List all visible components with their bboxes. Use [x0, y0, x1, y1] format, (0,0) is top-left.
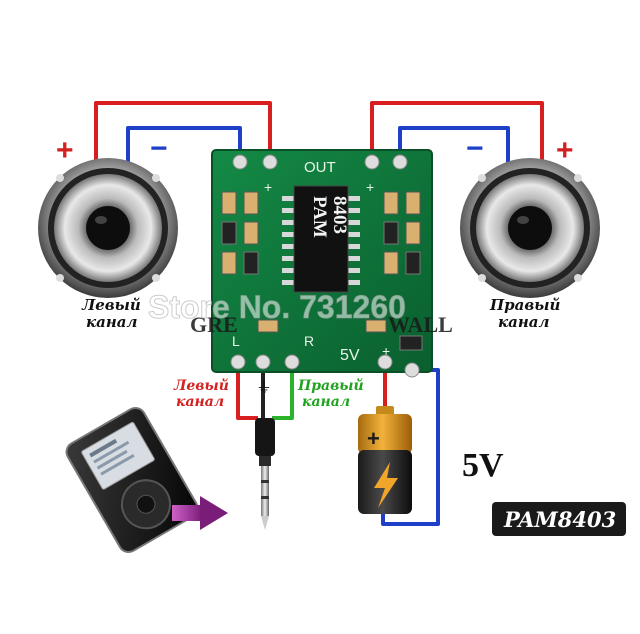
out-pad-left-plus [262, 154, 278, 170]
lightning-icon [374, 462, 398, 508]
board-out-label: OUT [304, 159, 336, 176]
chip-label-line1: PAM [309, 196, 330, 238]
left-input-wire [236, 362, 258, 420]
right-speaker-minus-wire [398, 126, 510, 165]
left-speaker-icon [38, 158, 178, 298]
out-pad-right-minus [392, 154, 408, 170]
battery-icon: + [358, 406, 412, 514]
chip-label-line2: 8403 [329, 196, 350, 234]
left-speaker-label-line1: Левый [81, 296, 141, 314]
right-speaker-label-line1: Правый [489, 296, 560, 314]
board-out-plus-right: + [366, 179, 374, 195]
in-pad-right [284, 354, 300, 370]
board-out-plus-left: + [264, 179, 272, 195]
left-minus-sign: − [150, 132, 168, 165]
store-watermark: Store No. 731260 [148, 289, 406, 325]
arrow-right-icon [172, 496, 228, 530]
left-speaker-minus-wire [126, 126, 242, 165]
right-speaker-plus-wire [370, 101, 544, 165]
left-speaker-plus-wire [94, 101, 272, 165]
audio-jack-plug-icon [255, 418, 275, 530]
out-pad-right-plus [364, 154, 380, 170]
right-speaker-label-line2: канал [498, 313, 550, 331]
ground-symbol: ⏚ [256, 378, 272, 396]
left-input-label-line1: Левый [173, 377, 229, 394]
board-pin-r: R [304, 333, 314, 349]
in-pad-left [230, 354, 246, 370]
left-input-label-line2: канал [176, 394, 224, 410]
right-plus-sign: + [556, 134, 574, 167]
board-pin-5v: 5V [340, 347, 360, 364]
board-brand-right: WALL [388, 312, 453, 337]
power-pad-minus [404, 362, 420, 378]
board-brand-left: GRE [190, 312, 238, 337]
right-input-wire [272, 362, 294, 420]
left-plus-sign: + [56, 134, 74, 167]
left-speaker-label-line2: канал [86, 313, 138, 331]
right-minus-sign: − [466, 132, 484, 165]
pam8403-board: OUT + + PAM [190, 149, 453, 378]
board-pin-l: L [232, 333, 240, 349]
voltage-label: 5V [462, 447, 504, 484]
model-badge-text: PAM8403 [503, 507, 616, 532]
model-badge: PAM8403 [492, 502, 626, 536]
right-input-label-line2: канал [302, 394, 350, 410]
speaker-wires [94, 101, 544, 165]
board-pin-plus: + [382, 343, 390, 359]
power-pad-plus [377, 354, 393, 370]
pam8403-chip [293, 185, 349, 293]
right-speaker-icon [460, 158, 600, 298]
right-input-label-line1: Правый [297, 377, 364, 394]
battery-plus-icon: + [367, 426, 380, 451]
out-pad-left-minus [232, 154, 248, 170]
in-pad-ground [255, 354, 271, 370]
mp3-player-icon [65, 406, 199, 554]
